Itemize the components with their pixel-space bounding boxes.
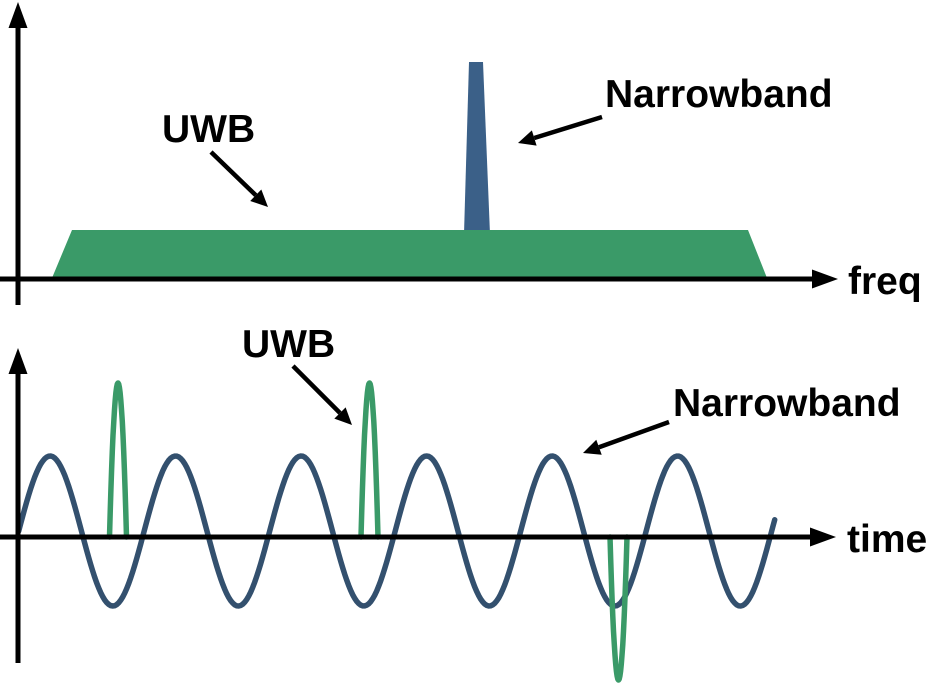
frequency-domain-panel: UWB Narrowband freq: [0, 2, 922, 305]
uwb-annotation-arrow-line: [291, 364, 342, 415]
uwb-pulse: [358, 380, 381, 540]
narrowband-spectrum-spike: [464, 62, 490, 234]
narrowband-label-time-domain: Narrowband: [673, 382, 901, 425]
time-domain-annotation-arrows: [291, 364, 670, 455]
narrowband-annotation-arrow-arrowhead-icon: [583, 439, 602, 455]
freq-axis-label: freq: [848, 260, 922, 303]
frequency-domain-x-axis-arrowhead-icon: [812, 269, 838, 289]
time-domain-shapes: [15, 380, 778, 683]
narrowband-sine-wave: [15, 453, 778, 609]
uwb-annotation-arrow-arrowhead-icon: [334, 407, 352, 425]
uwb-label-time-domain: UWB: [242, 323, 335, 366]
time-domain-x-axis-arrowhead-icon: [810, 527, 836, 547]
uwb-spectrum-band: [52, 230, 767, 278]
uwb-label-frequency-domain: UWB: [162, 108, 255, 151]
frequency-domain-axes: [0, 2, 838, 305]
uwb-pulse: [106, 380, 130, 540]
narrowband-annotation-arrow-line: [533, 114, 603, 141]
time-domain-y-axis-arrowhead-icon: [8, 348, 28, 374]
time-axis-label: time: [847, 518, 927, 561]
frequency-domain-shapes: [52, 62, 767, 278]
narrowband-annotation-arrow-arrowhead-icon: [518, 130, 537, 146]
narrowband-label-frequency-domain: Narrowband: [605, 73, 833, 116]
uwb-pulse: [607, 534, 630, 683]
time-domain-axes: [0, 348, 836, 663]
frequency-domain-y-axis-arrowhead-icon: [8, 2, 28, 28]
time-domain-panel: UWB Narrowband time: [0, 323, 927, 683]
narrowband-annotation-arrow-line: [598, 419, 670, 450]
uwb-annotation-arrow-line: [209, 150, 258, 197]
frequency-domain-annotation-arrows: [209, 114, 603, 207]
uwb-annotation-arrow-arrowhead-icon: [250, 189, 268, 207]
